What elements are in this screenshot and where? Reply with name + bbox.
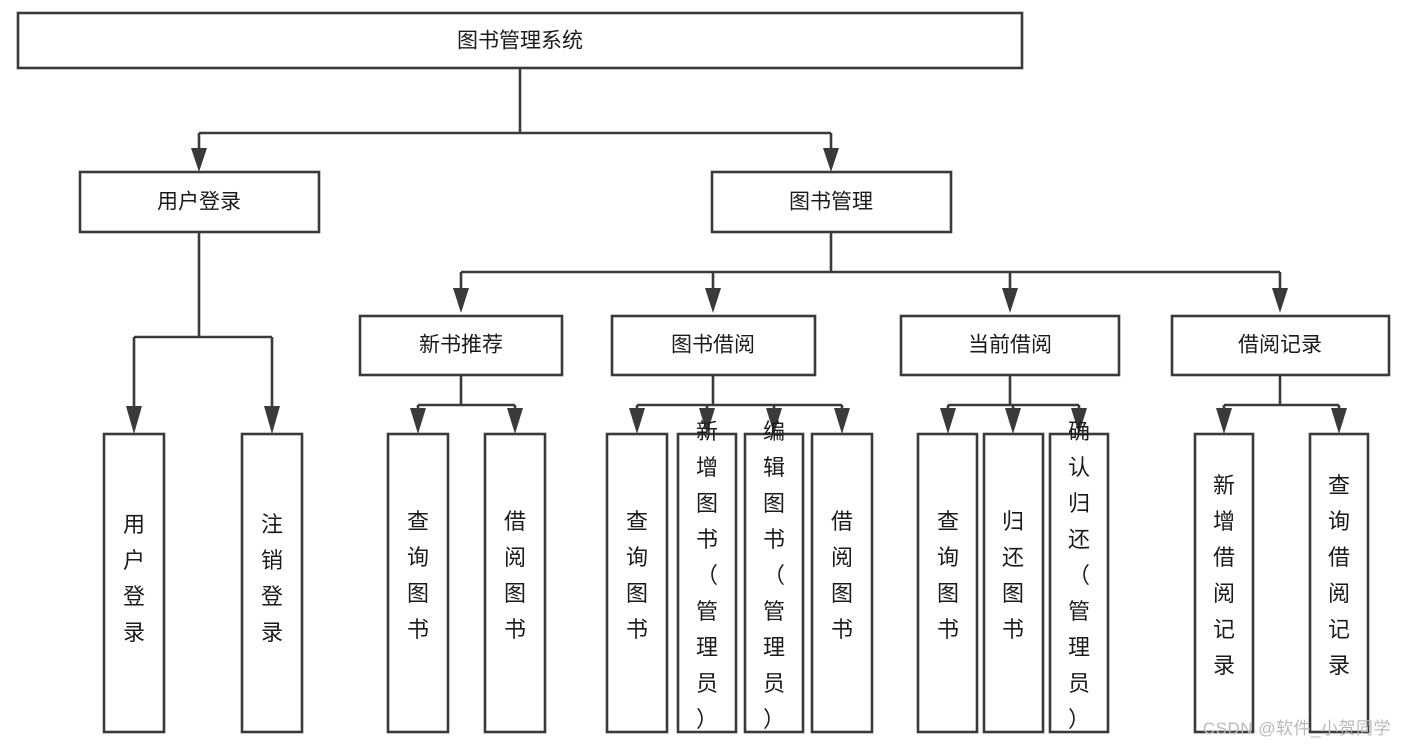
arrowhead-leaf-query-record (1331, 408, 1347, 434)
arrowhead-new-book-rec (453, 288, 469, 313)
leaf-node-add-book[interactable]: 新增图书（管理员） (676, 419, 738, 734)
leaf-node-return-book[interactable]: 归还图书 (982, 432, 1045, 734)
leaf-node-query-book-cb-box[interactable] (916, 432, 979, 734)
leaf-node-confirm-return-box[interactable] (1048, 432, 1110, 734)
node-user-login[interactable]: 用户登录 (78, 170, 321, 234)
arrowhead-leaf-borrow-book-1 (507, 408, 523, 434)
leaf-node-edit-book-box[interactable] (743, 432, 805, 734)
node-root-box[interactable] (16, 11, 1024, 70)
arrowhead-leaf-user-login (126, 406, 142, 434)
leaf-node-query-book-nbr[interactable]: 查询图书 (386, 432, 450, 734)
leaf-node-add-book-label: 新增图书（管理员） (696, 419, 718, 732)
leaf-node-borrow-book-bb-box[interactable] (810, 432, 874, 734)
leaf-node-query-book-bb[interactable]: 查询图书 (605, 432, 669, 734)
leaf-node-logout-box[interactable] (240, 432, 304, 734)
arrowhead-leaf-query-book-3 (940, 408, 956, 434)
connector-layer (126, 68, 1347, 434)
leaf-node-query-book-cb[interactable]: 查询图书 (916, 432, 979, 734)
leaf-node-query-book-nbr-label: 查询图书 (407, 509, 429, 642)
leaf-node-add-borrow-record[interactable]: 新增借阅记录 (1193, 432, 1255, 734)
arrowhead-leaf-edit-book (766, 408, 782, 434)
leaf-layer: 用户登录 注销登录 查询图书 借阅图书 查询图书 新增图书（管理员） (102, 419, 1370, 734)
leaf-node-query-borrow-record-box[interactable] (1308, 432, 1370, 734)
arrowhead-user-login (191, 148, 207, 172)
leaf-node-borrow-book-bb-label: 借阅图书 (831, 509, 853, 642)
arrowhead-leaf-query-book-1 (410, 408, 426, 434)
arrowhead-leaf-add-record (1216, 408, 1232, 434)
node-book-management[interactable]: 图书管理 (710, 170, 953, 234)
node-root[interactable]: 图书管理系统 (16, 11, 1024, 70)
arrowhead-leaf-borrow-book-2 (834, 408, 850, 434)
leaf-node-add-book-box[interactable] (676, 432, 738, 734)
leaf-node-query-book-cb-label: 查询图书 (937, 509, 959, 642)
node-book-borrow-label: 图书借阅 (671, 334, 755, 357)
leaf-node-user-login-label: 用户登录 (123, 512, 145, 645)
leaf-node-query-book-nbr-box[interactable] (386, 432, 450, 734)
node-user-login-label: 用户登录 (157, 191, 241, 214)
node-current-borrow[interactable]: 当前借阅 (899, 314, 1121, 377)
node-book-management-label: 图书管理 (789, 191, 873, 214)
node-new-book-recommend-box[interactable] (358, 314, 564, 377)
leaf-node-confirm-return[interactable]: 确认归还（管理员） (1048, 419, 1110, 734)
leaf-node-edit-book-label: 编辑图书（管理员） (763, 419, 785, 732)
node-book-management-box[interactable] (710, 170, 953, 234)
node-current-borrow-label: 当前借阅 (968, 334, 1052, 357)
arrowhead-borrow-record (1272, 288, 1288, 313)
leaf-node-query-borrow-record-label: 查询借阅记录 (1328, 473, 1350, 678)
node-borrow-record[interactable]: 借阅记录 (1170, 314, 1391, 377)
arrowhead-leaf-add-book (699, 408, 715, 434)
leaf-node-return-book-label: 归还图书 (1002, 509, 1024, 642)
leaf-node-query-book-bb-label: 查询图书 (626, 509, 648, 642)
arrowhead-leaf-confirm-return (1071, 408, 1087, 434)
csdn-watermark: CSDN @软件_小贺同学 (1202, 719, 1391, 738)
node-borrow-record-label: 借阅记录 (1238, 334, 1322, 357)
node-new-book-recommend-label: 新书推荐 (419, 334, 503, 357)
arrowhead-book-borrow (705, 288, 721, 313)
leaf-node-add-borrow-record-box[interactable] (1193, 432, 1255, 734)
leaf-node-borrow-book-nbr-box[interactable] (483, 432, 547, 734)
leaf-node-logout[interactable]: 注销登录 (240, 432, 304, 734)
arrowhead-leaf-query-book-2 (629, 408, 645, 434)
node-book-borrow[interactable]: 图书借阅 (610, 314, 817, 377)
leaf-node-borrow-book-nbr-label: 借阅图书 (504, 509, 526, 642)
leaf-node-add-borrow-record-label: 新增借阅记录 (1213, 473, 1235, 678)
node-new-book-recommend[interactable]: 新书推荐 (358, 314, 564, 377)
node-current-borrow-box[interactable] (899, 314, 1121, 377)
node-borrow-record-box[interactable] (1170, 314, 1391, 377)
leaf-node-user-login-box[interactable] (102, 432, 166, 734)
leaf-node-user-login[interactable]: 用户登录 (102, 432, 166, 734)
leaf-node-borrow-book-bb[interactable]: 借阅图书 (810, 432, 874, 734)
arrowhead-book-manage (823, 148, 839, 172)
arrowhead-leaf-logout (264, 406, 280, 434)
arrowhead-current-borrow (1002, 288, 1018, 313)
node-root-label: 图书管理系统 (457, 30, 583, 53)
node-book-borrow-box[interactable] (610, 314, 817, 377)
leaf-node-query-book-bb-box[interactable] (605, 432, 669, 734)
leaf-node-edit-book[interactable]: 编辑图书（管理员） (743, 419, 805, 734)
arrowhead-leaf-return-book (1005, 408, 1021, 434)
leaf-node-confirm-return-label: 确认归还（管理员） (1068, 419, 1090, 732)
leaf-node-query-borrow-record[interactable]: 查询借阅记录 (1308, 432, 1370, 734)
node-user-login-box[interactable] (78, 170, 321, 234)
leaf-node-logout-label: 注销登录 (261, 512, 283, 645)
leaf-node-return-book-box[interactable] (982, 432, 1045, 734)
leaf-node-borrow-book-nbr[interactable]: 借阅图书 (483, 432, 547, 734)
